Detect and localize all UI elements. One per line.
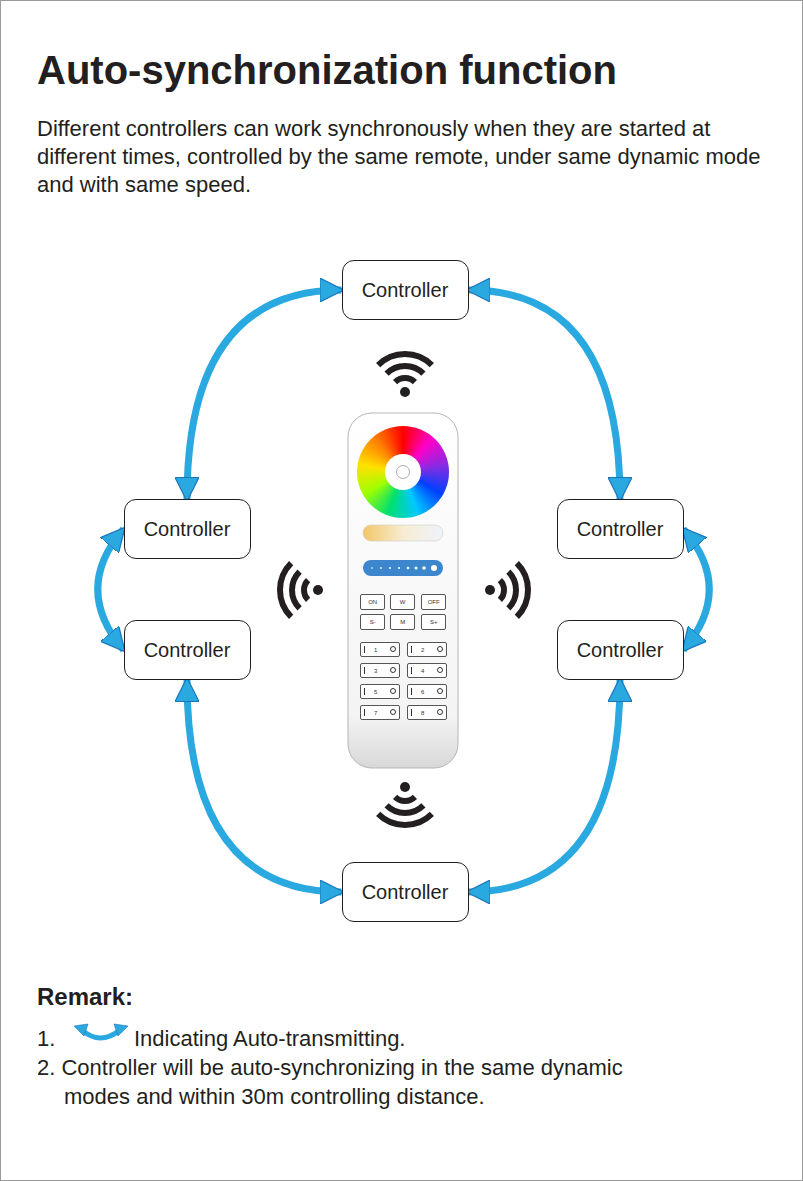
remote-button: S-	[360, 614, 385, 630]
remote-button: OFF	[421, 594, 446, 610]
zone-button: 4	[407, 663, 447, 678]
zone-button: 1	[360, 642, 400, 657]
button-label: 7	[374, 710, 377, 716]
remote-button: S+	[421, 614, 446, 630]
node-label: Controller	[144, 518, 231, 541]
wheel-button	[396, 465, 410, 479]
button-label: 8	[421, 710, 424, 716]
zone-indicator	[437, 688, 443, 694]
remark-item: Indicating Auto-transmitting.	[134, 1024, 405, 1053]
button-label: M	[400, 619, 405, 625]
brightness-dots	[371, 565, 437, 571]
controller-box: Controller	[557, 499, 684, 559]
sync-arrow	[684, 529, 710, 650]
brightness-slider	[363, 560, 443, 576]
controller-box: Controller	[342, 260, 469, 320]
zone-indicator	[390, 667, 396, 673]
controller-box: Controller	[557, 620, 684, 680]
button-label: 3	[374, 668, 377, 674]
color-wheel	[357, 426, 449, 518]
button-label: 2	[421, 647, 424, 653]
sync-arrow	[469, 290, 621, 499]
zone-button: 6	[407, 684, 447, 699]
remark-arrow-icon	[74, 1024, 128, 1038]
remote-button: W	[390, 594, 415, 610]
zone-button: 7	[360, 705, 400, 720]
white-slider	[363, 525, 443, 541]
controller-box: Controller	[124, 499, 251, 559]
zone-indicator	[437, 709, 443, 715]
remote-button: M	[390, 614, 415, 630]
button-label: S-	[370, 619, 376, 625]
list-number: 1.	[37, 1024, 55, 1053]
controller-box: Controller	[124, 620, 251, 680]
zone-button: 3	[360, 663, 400, 678]
remark-item: 2. Controller will be auto-synchronizing…	[37, 1053, 664, 1111]
button-label: W	[400, 599, 406, 605]
button-label: 4	[421, 668, 424, 674]
sync-arrow	[187, 680, 342, 892]
button-label: 5	[374, 689, 377, 695]
node-label: Controller	[362, 881, 449, 904]
zone-indicator	[437, 667, 443, 673]
button-label: 1	[374, 647, 377, 653]
zone-bar	[364, 709, 365, 716]
wireless-signal	[280, 354, 528, 825]
zone-indicator	[390, 646, 396, 652]
button-label: 6	[421, 689, 424, 695]
zone-bar	[411, 646, 412, 653]
zone-bar	[411, 688, 412, 695]
node-label: Controller	[577, 639, 664, 662]
zone-button: 5	[360, 684, 400, 699]
node-label: Controller	[362, 279, 449, 302]
title: Auto-synchronization function	[37, 46, 617, 94]
sync-arrow	[98, 529, 124, 650]
button-label: OFF	[428, 599, 440, 605]
zone-button: 2	[407, 642, 447, 657]
node-label: Controller	[144, 639, 231, 662]
sync-arrow	[187, 290, 342, 499]
zone-bar	[364, 688, 365, 695]
wheel-center	[385, 454, 421, 490]
controller-box: Controller	[342, 862, 469, 922]
button-label: S+	[430, 619, 438, 625]
zone-indicator	[390, 688, 396, 694]
zone-indicator	[437, 646, 443, 652]
zone-bar	[364, 667, 365, 674]
node-label: Controller	[577, 518, 664, 541]
zone-bar	[411, 709, 412, 716]
zone-button: 8	[407, 705, 447, 720]
remote-button: ON	[360, 594, 385, 610]
remark-heading: Remark:	[37, 982, 133, 1012]
zone-indicator	[390, 709, 396, 715]
zone-bar	[411, 667, 412, 674]
intro-text: Different controllers can work synchrono…	[37, 115, 762, 199]
zone-bar	[364, 646, 365, 653]
remote-body	[348, 413, 458, 768]
button-label: ON	[368, 599, 377, 605]
sync-arrow	[469, 680, 621, 892]
